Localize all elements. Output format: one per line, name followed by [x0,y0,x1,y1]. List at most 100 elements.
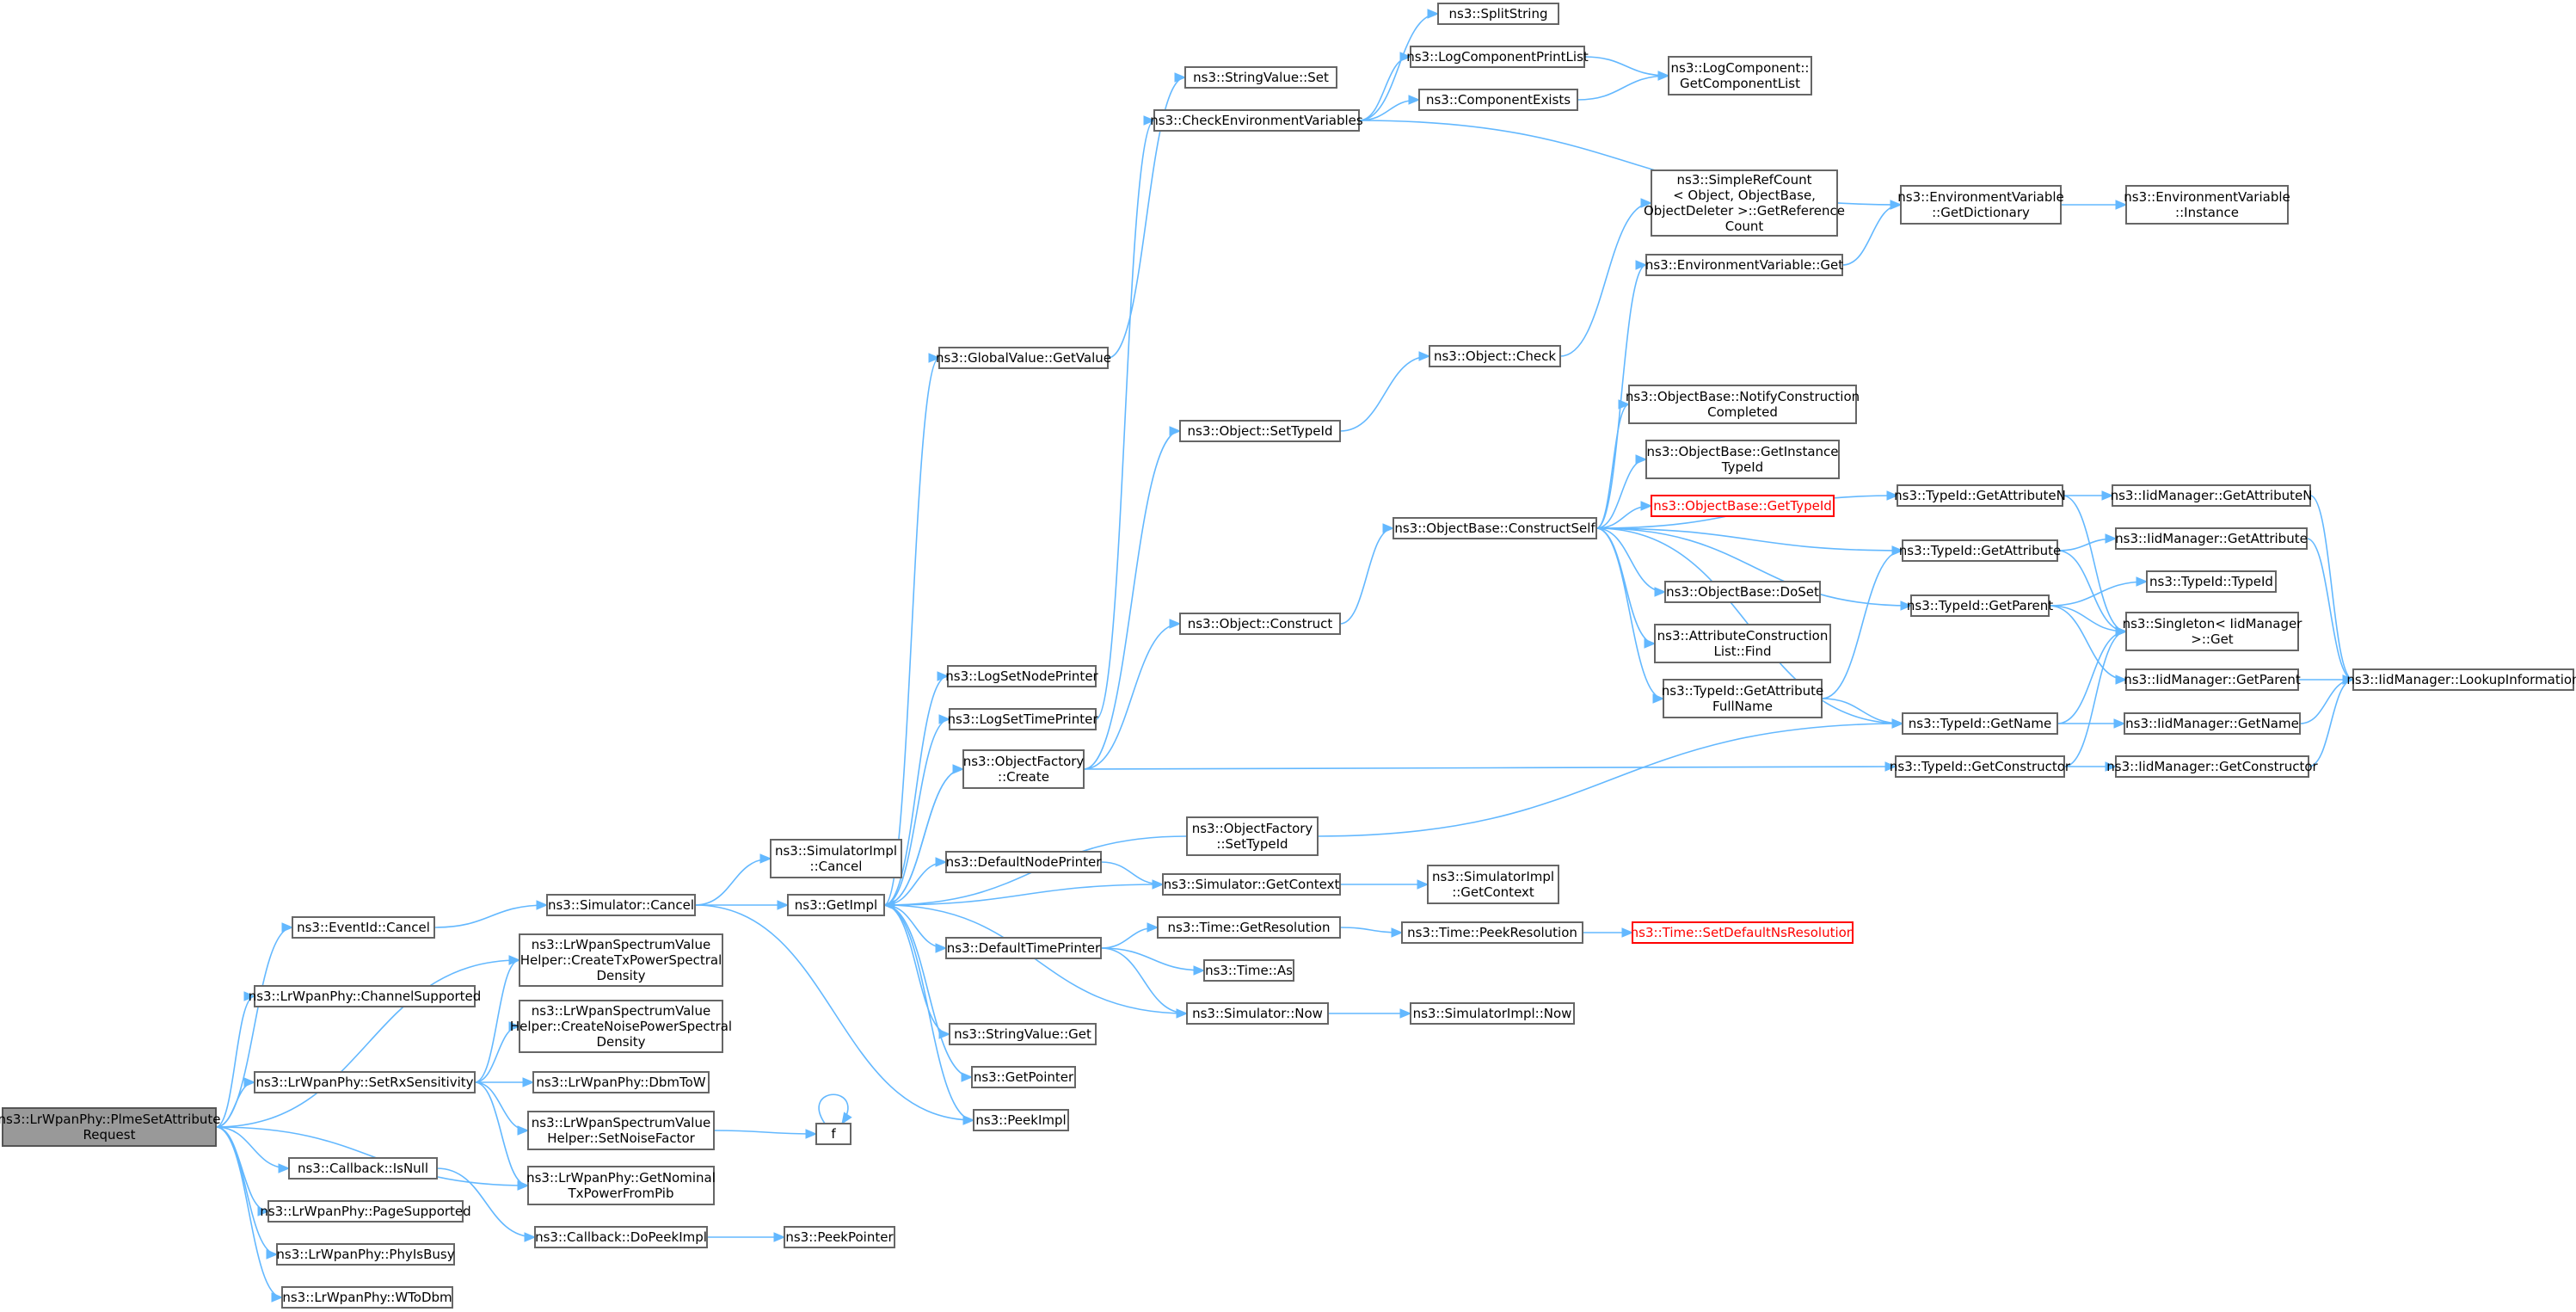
node-obj-settypeid[interactable]: ns3::Object::SetTypeId [1179,420,1341,442]
edge-setrxsens-to-createnoisepsd [474,1021,521,1083]
edge-line [433,904,548,928]
node-defaultnodeprinter[interactable]: ns3::DefaultNodePrinter [945,851,1103,873]
node-simimpl-cancel[interactable]: ns3::SimulatorImpl::Cancel [770,839,902,878]
node-iid-getparent[interactable]: ns3::IidManager::GetParent [2124,668,2301,691]
node-logcomp-getlist[interactable]: ns3::LogComponent::GetComponentList [1668,56,1812,95]
edge-typeid_getconstructor-to-singleton_get [2063,626,2128,767]
node-box [527,1166,715,1205]
edge-sim_getcontext-to-simimpl_getcontext [1339,879,1429,890]
node-iid-getname[interactable]: ns3::IidManager::GetName [2124,712,2301,735]
node-splitstring[interactable]: ns3::SplitString [1437,3,1559,25]
edge-arrowhead [1635,260,1648,270]
node-label: ns3::Singleton< IidManager [2123,616,2303,631]
node-box [1902,712,2058,735]
edge-sim_cancel-to-simimpl_cancel [694,853,772,906]
node-eventid-cancel[interactable]: ns3::EventId::Cancel [292,916,435,939]
node-iid-getattrn[interactable]: ns3::IidManager::GetAttributeN [2111,484,2313,507]
edge-line [1358,56,1411,121]
node-lognodeprinter[interactable]: ns3::LogSetNodePrinter [945,665,1099,687]
edge-callback_isnull-to-dopeekimpl [436,1167,537,1242]
node-channelsupported[interactable]: ns3::LrWpanPhy::ChannelSupported [249,985,482,1007]
node-singleton-get[interactable]: ns3::Singleton< IidManager>::Get [2123,612,2303,651]
node-wtodbm[interactable]: ns3::LrWpanPhy::WToDbm [281,1286,453,1309]
node-notifyconstruction[interactable]: ns3::ObjectBase::NotifyConstructionCompl… [1626,385,1860,424]
node-doset[interactable]: ns3::ObjectBase::DoSet [1664,581,1821,603]
node-logcompprintlist[interactable]: ns3::LogComponentPrintList [1406,46,1589,68]
node-logtimeprinter[interactable]: ns3::LogSetTimePrinter [947,708,1098,730]
node-constructself[interactable]: ns3::ObjectBase::ConstructSelf [1393,517,1597,539]
node-time-getresolution[interactable]: ns3::Time::GetResolution [1157,916,1341,939]
node-dopeekimpl[interactable]: ns3::Callback::DoPeekImpl [534,1226,708,1248]
node-peekimpl[interactable]: ns3::PeekImpl [973,1109,1069,1131]
node-pagesupported[interactable]: ns3::LrWpanPhy::PageSupported [260,1200,471,1223]
node-setnoisefactor[interactable]: ns3::LrWpanSpectrumValueHelper::SetNoise… [527,1111,715,1150]
edge-arrowhead [266,1249,279,1260]
node-box [1410,46,1585,68]
node-f[interactable]: f [815,1123,851,1145]
edge-line [1595,527,1664,699]
node-typeid-getparent[interactable]: ns3::TypeId::GetParent [1907,594,2053,617]
node-time-as[interactable]: ns3::Time::As [1203,959,1294,982]
node-simplerefcount[interactable]: ns3::SimpleRefCount< Object, ObjectBase,… [1644,169,1845,237]
edge-constructself-to-notifyconstruction [1595,399,1631,529]
node-componentexists[interactable]: ns3::ComponentExists [1418,89,1578,111]
node-envvar-getdict[interactable]: ns3::EnvironmentVariable::GetDictionary [1897,185,2064,225]
node-peekpointer[interactable]: ns3::PeekPointer [784,1226,895,1248]
node-box [938,347,1109,369]
node-objfactory-create[interactable]: ns3::ObjectFactory::Create [962,749,1085,789]
edge-line [215,1126,278,1255]
node-createnoisepsd[interactable]: ns3::LrWpanSpectrumValueHelper::CreateNo… [510,1000,732,1053]
node-iid-getattr[interactable]: ns3::IidManager::GetAttribute [2115,527,2308,550]
node-box [945,937,1102,959]
edge-iid_getattr-to-iid_lookup [2306,538,2355,685]
node-box [1632,921,1854,944]
node-typeid-getattr[interactable]: ns3::TypeId::GetAttribute [1899,539,2061,562]
node-phyisbusy[interactable]: ns3::LrWpanPhy::PhyIsBusy [276,1243,455,1266]
node-box [1179,420,1341,442]
node-typeid-getattrn[interactable]: ns3::TypeId::GetAttributeN [1894,484,2066,507]
edge-arrowhead [257,1206,270,1217]
node-createtxpsd[interactable]: ns3::LrWpanSpectrumValueHelper::CreateTx… [519,933,723,987]
node-iid-lookup[interactable]: ns3::IidManager::LookupInformation [2346,668,2576,691]
edge-objfactory_create-to-obj_settypeid [1083,426,1182,770]
node-sim-now[interactable]: ns3::Simulator::Now [1186,1002,1329,1025]
node-objbase-gettypeid[interactable]: ns3::ObjectBase::GetTypeId [1651,495,1835,517]
edge-arrowhead [1143,115,1156,126]
node-defaulttimeprinter[interactable]: ns3::DefaultTimePrinter [945,937,1102,959]
edge-typeid_getattrfullname-to-typeid_getname [1821,698,1904,729]
node-simimpl-getcontext[interactable]: ns3::SimulatorImpl::GetContext [1427,865,1559,904]
node-typeid-typeid[interactable]: ns3::TypeId::TypeId [2146,570,2277,593]
node-sim-cancel[interactable]: ns3::Simulator::Cancel [546,894,696,916]
node-stringvalue-set[interactable]: ns3::StringValue::Set [1184,66,1337,89]
node-box [519,933,723,987]
node-stringvalue-get[interactable]: ns3::StringValue::Get [949,1023,1097,1045]
node-envvar-get[interactable]: ns3::EnvironmentVariable::Get [1645,254,1843,276]
node-setrxsens[interactable]: ns3::LrWpanPhy::SetRxSensitivity [254,1071,476,1093]
node-objfactory-settypeid[interactable]: ns3::ObjectFactory::SetTypeId [1186,816,1319,856]
node-setdefaultnsres[interactable]: ns3::Time::SetDefaultNsResolution [1631,921,1855,944]
edge-line [1095,120,1155,720]
node-getimpl[interactable]: ns3::GetImpl [787,894,885,916]
node-dbmtow[interactable]: ns3::LrWpanPhy::DbmToW [532,1071,710,1093]
node-obj-check[interactable]: ns3::Object::Check [1429,345,1561,367]
node-simimpl-now[interactable]: ns3::SimulatorImpl::Now [1410,1002,1575,1025]
node-sim-getcontext[interactable]: ns3::Simulator::GetContext [1162,873,1341,896]
node-callback-isnull[interactable]: ns3::Callback::IsNull [288,1157,438,1180]
node-globalvalue-getvalue[interactable]: ns3::GlobalValue::GetValue [936,347,1111,369]
node-typeid-getconstructor[interactable]: ns3::TypeId::GetConstructor [1890,755,2071,778]
node-getpointer[interactable]: ns3::GetPointer [971,1066,1076,1088]
node-label: ns3::TypeId::GetParent [1907,598,2053,613]
node-checkenv[interactable]: ns3::CheckEnvironmentVariables [1150,109,1363,132]
node-envvar-instance[interactable]: ns3::EnvironmentVariable::Instance [2124,185,2290,225]
node-time-peekresolution[interactable]: ns3::Time::PeekResolution [1401,921,1583,944]
edge-envvar_get-to-envvar_getdict [1841,200,1903,266]
node-label: ns3::Simulator::Cancel [548,897,694,913]
node-iid-getconstructor[interactable]: ns3::IidManager::GetConstructor [2106,755,2319,778]
node-obj-construct[interactable]: ns3::Object::Construct [1179,613,1341,635]
node-typeid-getname[interactable]: ns3::TypeId::GetName [1902,712,2058,735]
